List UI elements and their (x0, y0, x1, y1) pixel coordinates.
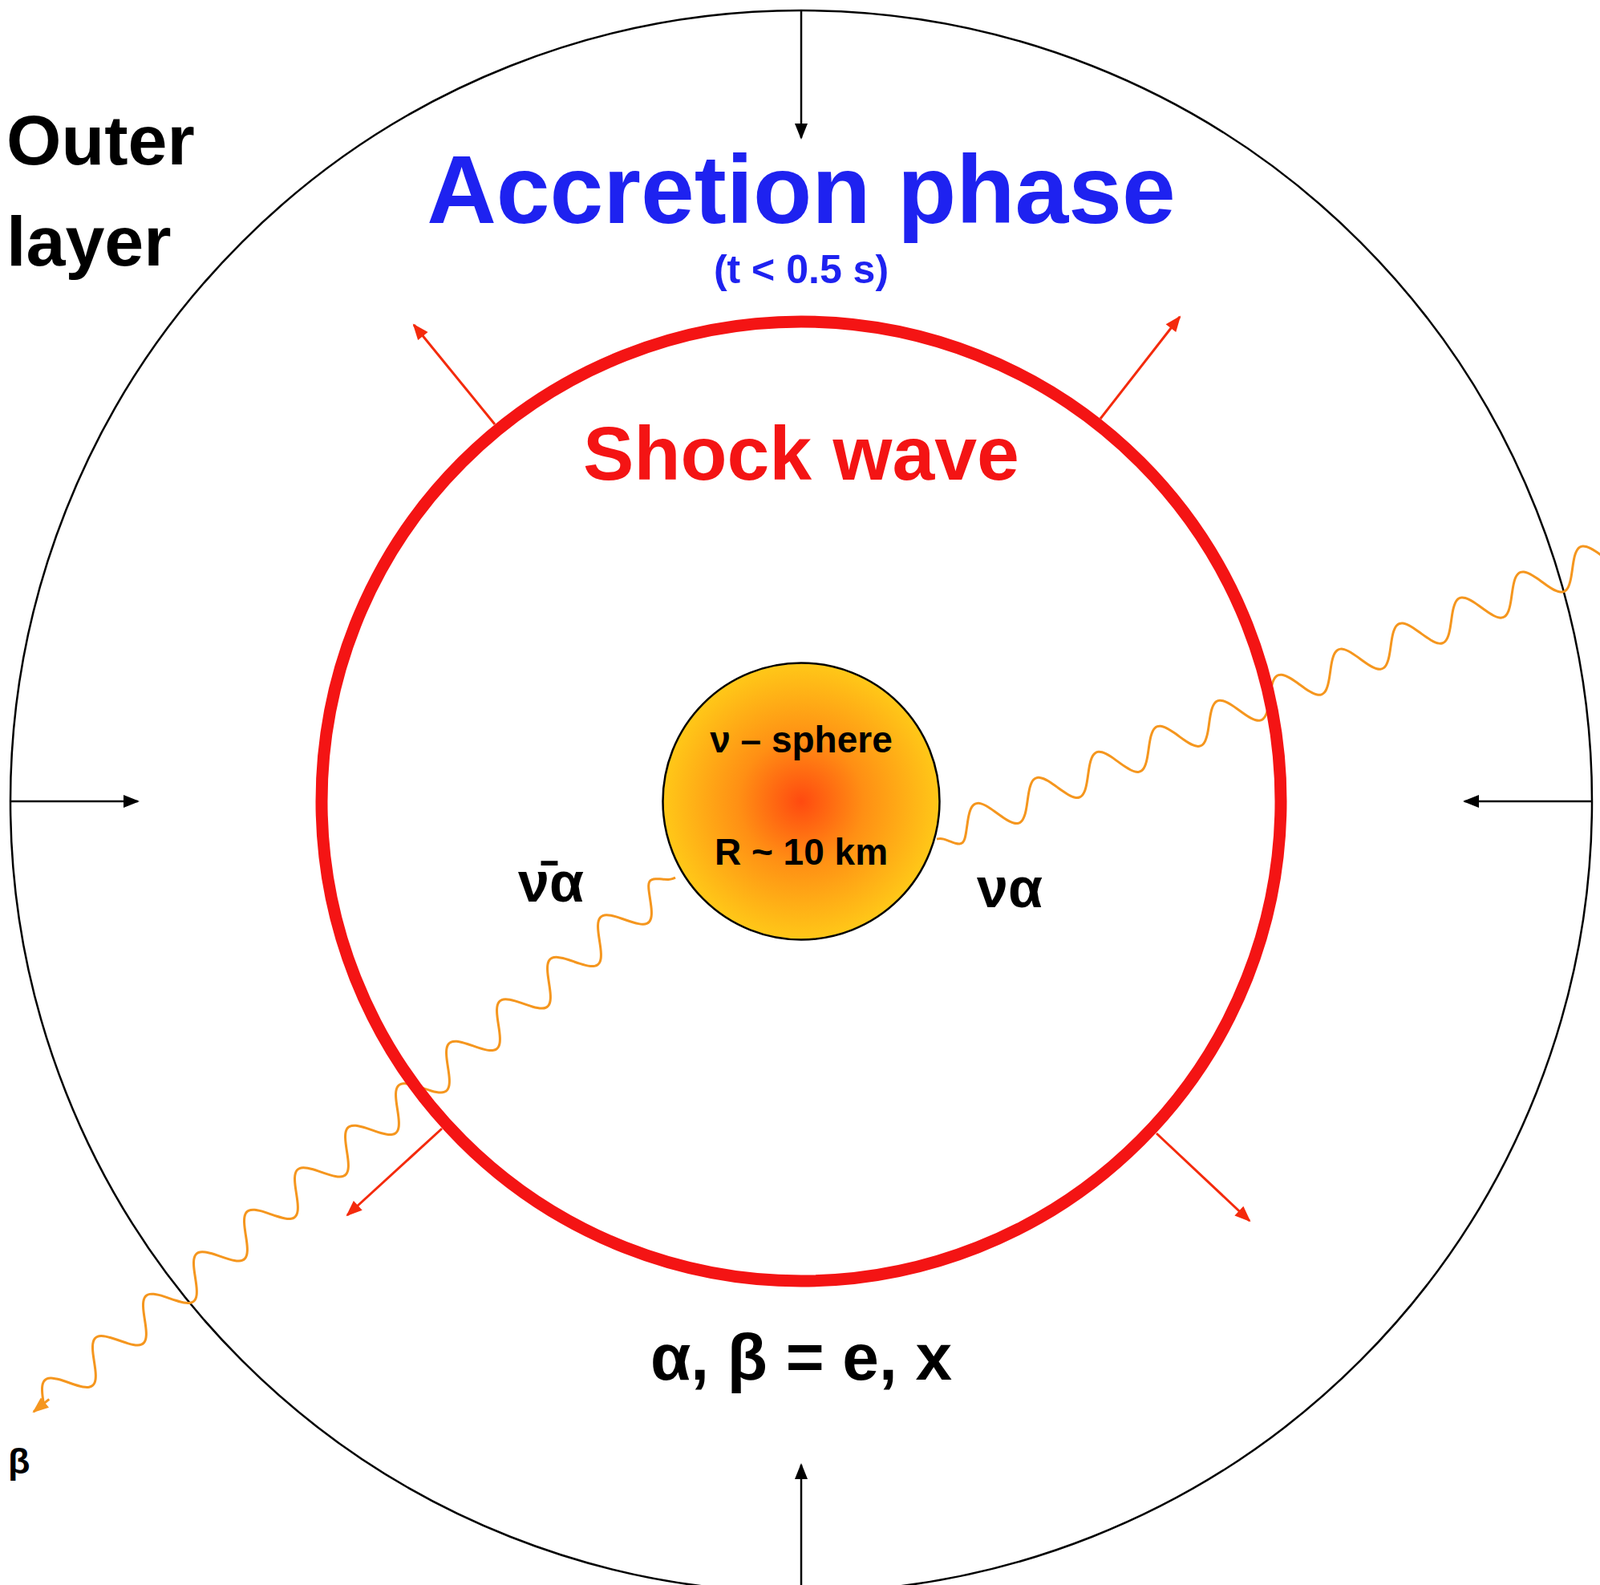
time-range: (t < 0.5 s) (713, 247, 889, 294)
phase-title: Accretion phase (426, 133, 1176, 245)
shock-wave-label: Shock wave (583, 409, 1020, 498)
infall-arrows (10, 10, 1592, 1585)
expansion-arrow (1100, 316, 1180, 419)
outer-layer-label: Outer layer (6, 89, 217, 292)
shock-expansion-arrows (347, 316, 1250, 1221)
flavor-legend-note: α, β = e, x (650, 1319, 952, 1395)
infall-arrow (1464, 800, 1592, 803)
infall-arrow (10, 800, 138, 803)
neutrinosphere-circle-outline (661, 661, 941, 941)
neutrinosphere-circle: ν – sphere R ~ 10 km (661, 661, 941, 941)
expansion-arrow (413, 324, 495, 425)
neutrino-wave (41, 877, 676, 1409)
infall-arrow (800, 1464, 803, 1585)
shock-front (321, 321, 1281, 1281)
expansion-arrow (1156, 1133, 1250, 1221)
neutrino-arrowhead (33, 1398, 49, 1412)
antineutrino-label: ν̄α (518, 850, 584, 916)
flavor-subscript: β (8, 1440, 30, 1483)
outer-layer-circle (10, 10, 1592, 1585)
expansion-arrow (347, 1128, 442, 1216)
neutrinosphere-label: ν – sphere (709, 718, 893, 762)
infall-arrow (800, 10, 803, 138)
neutrino-label: να (976, 855, 1043, 921)
neutrinosphere-fill (663, 663, 940, 940)
radius-label: R ~ 10 km (714, 830, 888, 874)
shock-wave-circle: Shock wave ν – sphere R ~ 10 km (321, 321, 1281, 1281)
